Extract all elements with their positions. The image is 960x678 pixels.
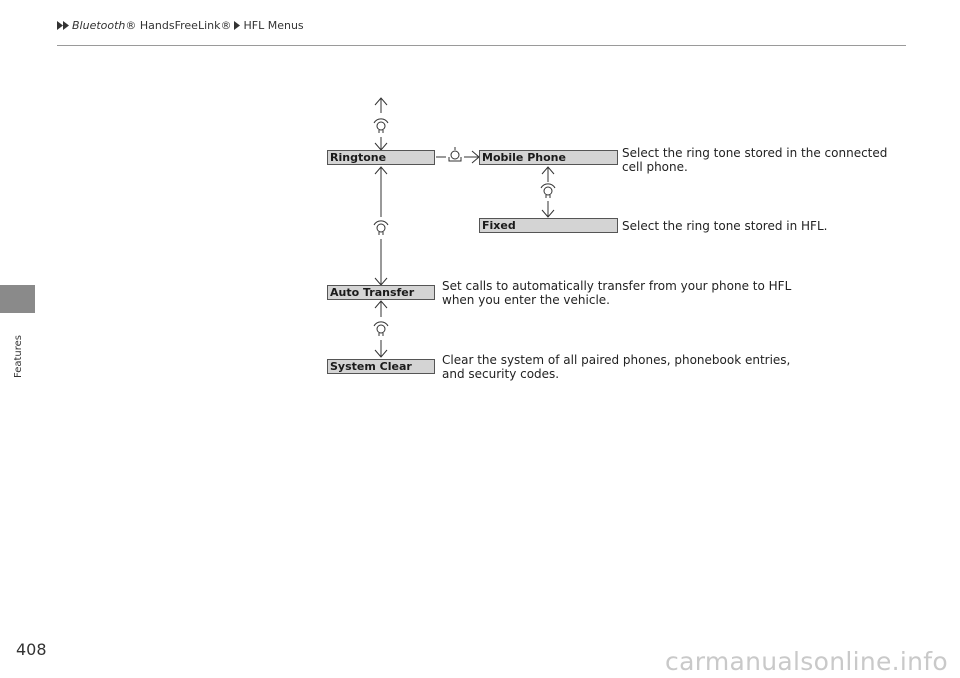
selector-knob-icon <box>373 118 389 133</box>
up-arrow <box>374 97 388 113</box>
fixed-description: Select the ring tone stored in HFL. <box>622 219 828 233</box>
system-clear-description: Clear the system of all paired phones, p… <box>442 353 791 381</box>
breadcrumb-item[interactable]: HFL Menus <box>243 19 304 32</box>
press-knob-icon <box>448 147 462 162</box>
watermark: carmanualsonline.info <box>665 647 948 676</box>
arrow-icon <box>234 21 242 30</box>
menu-item-auto-transfer[interactable]: Auto Transfer <box>327 285 435 300</box>
selector-knob-icon <box>373 220 389 235</box>
auto-transfer-description: Set calls to automatically transfer from… <box>442 279 792 307</box>
section-tab[interactable] <box>0 285 35 313</box>
double-arrow-icon <box>57 21 71 30</box>
selector-knob-icon <box>373 321 389 336</box>
down-arrow <box>374 137 388 151</box>
breadcrumb: Bluetooth® HandsFreeLink® HFL Menus <box>57 19 307 32</box>
down-arrow <box>374 340 388 358</box>
down-arrow <box>541 201 555 218</box>
mobile-phone-description: Select the ring tone stored in the conne… <box>622 146 888 174</box>
up-arrow <box>374 166 388 217</box>
up-arrow <box>541 166 555 182</box>
up-arrow <box>374 300 388 317</box>
menu-item-system-clear[interactable]: System Clear <box>327 359 435 374</box>
menu-item-fixed[interactable]: Fixed <box>479 218 618 233</box>
breadcrumb-item[interactable]: Bluetooth® HandsFreeLink® <box>72 19 232 32</box>
menu-item-ringtone[interactable]: Ringtone <box>327 150 435 165</box>
right-arrow <box>464 150 480 164</box>
selector-knob-icon <box>540 183 556 198</box>
down-arrow <box>374 239 388 286</box>
page-number: 408 <box>16 640 47 659</box>
header-rule <box>57 45 906 46</box>
menu-item-mobile-phone[interactable]: Mobile Phone <box>479 150 618 165</box>
